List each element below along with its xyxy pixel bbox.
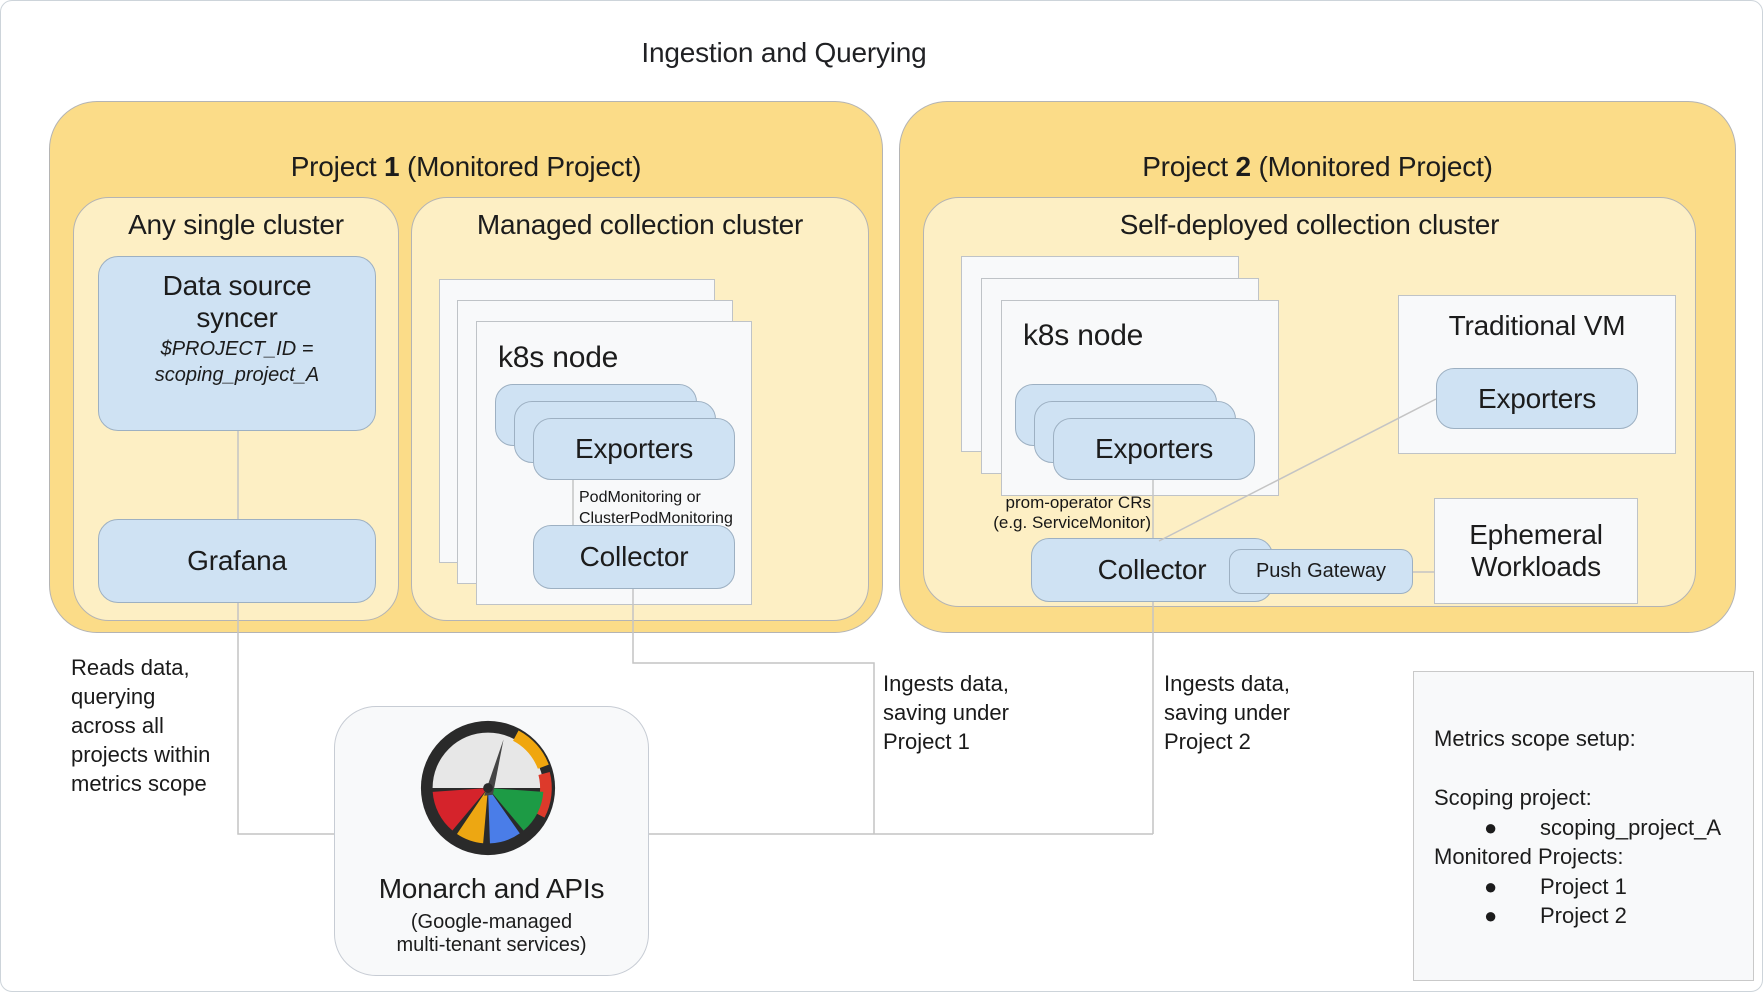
scoping-project-item: ● scoping_project_A: [1434, 813, 1753, 843]
bullet-icon: ●: [1484, 873, 1498, 899]
ephemeral-workloads-line1: Ephemeral: [1469, 519, 1603, 550]
self-deployed-cluster-label: Self-deployed collection cluster: [1119, 209, 1500, 240]
metrics-scope-spacer: [1434, 754, 1753, 784]
grafana-label: Grafana: [187, 545, 287, 576]
collector-p2-label: Collector: [1097, 554, 1207, 585]
exporters-vm-box: Exporters: [1436, 368, 1638, 429]
collector-p1-label: Collector: [579, 541, 689, 572]
line-grafana-monarch: [237, 603, 334, 835]
monitored-projects-label: Monitored Projects:: [1434, 844, 1624, 869]
traditional-vm-label: Traditional VM: [1448, 310, 1626, 341]
data-source-syncer-sub2: scoping_project_A: [154, 364, 320, 386]
exporters-p1-box: Exporters: [533, 418, 735, 480]
metrics-scope-title: Metrics scope setup:: [1434, 726, 1636, 751]
ingest2-line2: saving under: [1164, 700, 1290, 725]
monarch-sub-line2: multi-tenant services): [396, 934, 587, 956]
bullet-icon: ●: [1484, 814, 1498, 840]
monarch-sub-line1: (Google-managed: [410, 911, 573, 933]
ephemeral-workloads-line2: Workloads: [1471, 551, 1601, 582]
project2-label: Project 2 (Monitored Project): [899, 151, 1736, 183]
exporters-p1-label: Exporters: [574, 433, 694, 464]
diagram-title: Ingestion and Querying: [641, 37, 927, 68]
data-source-syncer-line1: Data source: [162, 270, 312, 301]
project1-label-suffix: (Monitored Project): [399, 151, 642, 182]
project1-label: Project 1 (Monitored Project): [49, 151, 883, 183]
monarch-subtitle: (Google-managed multi-tenant services): [334, 911, 649, 957]
pod-monitoring-note: PodMonitoring or ClusterPodMonitoring: [579, 487, 733, 529]
reads-line1: Reads data,: [71, 655, 190, 680]
project2-label-prefix: Project: [1142, 151, 1236, 182]
reads-line2: querying: [71, 684, 156, 709]
bullet-icon: ●: [1484, 903, 1498, 928]
ingest2-line3: Project 2: [1164, 729, 1251, 754]
scoping-project-label: Scoping project:: [1434, 785, 1592, 810]
prom-operator-line1: prom-operator CRs: [1005, 493, 1152, 512]
prom-operator-line2: (e.g. ServiceMonitor): [993, 513, 1151, 532]
monarch-title: Monarch and APIs: [378, 873, 605, 904]
exporters-vm-label: Exporters: [1477, 382, 1597, 414]
project2-label-number: 2: [1235, 151, 1252, 182]
ingest-project1-annotation: Ingests data, saving under Project 1: [883, 669, 1009, 756]
monitored-project-item-1: ● Project 1: [1434, 872, 1753, 902]
ingest2-line1: Ingests data,: [1164, 671, 1290, 696]
grafana-box: Grafana: [98, 519, 376, 603]
k8s-node-label-p2: k8s node: [1023, 319, 1144, 352]
any-single-cluster-label: Any single cluster: [128, 209, 344, 240]
push-gateway-box: Push Gateway: [1229, 549, 1413, 594]
data-source-syncer-box: Data source syncer $PROJECT_ID = scoping…: [98, 256, 376, 431]
project1-label-prefix: Project: [290, 151, 385, 182]
reads-data-annotation: Reads data, querying across all projects…: [71, 653, 210, 798]
push-gateway-label: Push Gateway: [1255, 560, 1387, 582]
data-source-syncer-line2: syncer: [196, 302, 278, 333]
ingest-project2-annotation: Ingests data, saving under Project 2: [1164, 669, 1290, 756]
ingest1-line1: Ingests data,: [883, 671, 1009, 696]
ingest1-line3: Project 1: [883, 729, 970, 754]
data-source-syncer-sub1: $PROJECT_ID =: [160, 338, 314, 360]
exporters-p2-box: Exporters: [1053, 418, 1255, 480]
pod-monitoring-line1: PodMonitoring or: [579, 489, 701, 506]
reads-line4: projects within: [71, 742, 211, 767]
managed-collection-cluster-label: Managed collection cluster: [476, 209, 804, 240]
scoping-project-value: scoping_project_A: [1540, 814, 1722, 840]
monitored-project-1: Project 1: [1540, 873, 1627, 899]
project2-label-suffix: (Monitored Project): [1250, 151, 1493, 182]
pod-monitoring-line2: ClusterPodMonitoring: [579, 510, 733, 527]
monitored-project-item-2: ● Project 2: [1434, 901, 1753, 931]
monitoring-gauge-icon: [418, 718, 558, 858]
prom-operator-note: prom-operator CRs (e.g. ServiceMonitor): [931, 493, 1151, 533]
project1-label-number: 1: [384, 151, 400, 182]
ingest1-line2: saving under: [883, 700, 1009, 725]
monitored-project-2: Project 2: [1540, 903, 1627, 928]
metrics-scope-panel: Metrics scope setup: Scoping project: ● …: [1413, 671, 1754, 981]
exporters-p2-label: Exporters: [1094, 433, 1214, 464]
reads-line3: across all: [71, 713, 164, 738]
collector-p1-box: Collector: [533, 525, 735, 589]
k8s-node-label-p1: k8s node: [498, 341, 619, 374]
ephemeral-workloads-box: Ephemeral Workloads: [1434, 498, 1638, 604]
reads-line5: metrics scope: [71, 771, 207, 796]
